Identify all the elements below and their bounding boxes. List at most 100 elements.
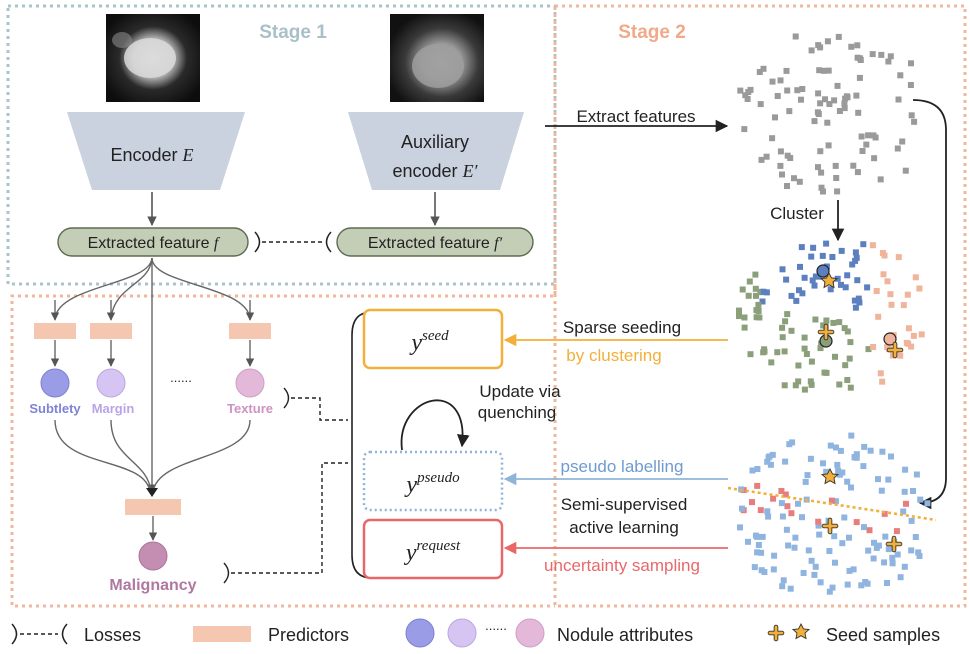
cluster-point [755,301,762,308]
stage1-title: Stage 1 [259,22,327,43]
gray-point [799,86,806,92]
cluster-point [808,253,815,260]
gray-point [853,92,860,99]
gray-point [854,169,861,176]
stage2-title: Stage 2 [618,22,686,43]
attribute-dots: ...... [170,370,192,385]
cluster-point [745,292,752,299]
predictor-margin [90,323,132,339]
al-point [802,478,809,485]
al-point [753,532,759,539]
gray-point [824,119,831,126]
al-point [861,524,867,531]
al-point [882,533,889,540]
update-label-line1: Update via [479,382,561,401]
stage2-lower-left-border [10,284,557,608]
al-point [832,559,838,566]
al-point [749,467,756,474]
stage1-box [6,4,557,286]
gray-point [908,112,915,119]
cluster-point [875,313,882,320]
al-point [888,453,894,460]
cluster-point [860,241,867,248]
al-point [861,443,868,450]
al-point [913,471,920,478]
cluster-point [759,298,766,305]
cluster-point [820,322,827,329]
cluster-point [808,381,815,388]
cluster-point [798,244,805,251]
al-point [757,507,764,514]
al-point [812,563,819,570]
gray-point [798,96,804,103]
gray-point [741,126,748,133]
feature-f-pill [57,227,249,257]
cluster-point [757,289,764,296]
legend-attr-circle-3 [515,618,545,648]
aux-encoder-line2: encoder E′ [392,161,478,181]
al-point [817,579,824,586]
cluster-point [836,319,843,326]
cluster-point [810,244,817,251]
gray-point [808,47,815,54]
gray-point [825,142,832,149]
gray-point [897,72,904,79]
gray-point [854,42,861,49]
al-point [878,487,885,494]
al-point [770,566,777,573]
al-point [885,476,892,483]
cluster-point [830,319,837,326]
feature-scatter-clustered [736,240,925,393]
cluster-point [873,288,880,294]
al-point [805,547,812,554]
gray-point [824,38,831,45]
gray-point [760,65,767,72]
pseudo-labelling-label: pseudo labelling [561,457,684,476]
cluster-point [847,339,854,346]
al-point [745,538,751,545]
al-point [851,454,858,461]
cluster-point [879,378,886,385]
cluster-point [801,386,808,393]
al-point [846,567,853,574]
cluster-point [888,301,895,308]
al-point [758,549,765,556]
cluster-point [844,377,851,383]
gray-point [777,162,784,169]
al-point [901,488,908,495]
attribute-margin-label: Margin [92,401,135,416]
al-point [829,584,836,591]
predictor-subtlety [34,323,76,339]
seed-star-al [820,467,840,485]
gray-point [757,101,764,108]
y-seed-label: yseed [409,328,449,356]
encoder-block [67,112,245,190]
al-point [764,458,771,465]
al-point [779,583,786,590]
predictor-malignancy [125,499,181,515]
y-request-label: yrequest [404,538,461,566]
al-point [915,549,922,556]
gray-point [856,74,863,81]
cluster-point [823,317,830,324]
cluster-point [815,273,822,280]
legend: Losses Predictors ...... Nodule attribut… [11,618,940,648]
cluster-point [795,378,802,385]
stage2-box [553,4,967,608]
al-point [808,557,815,564]
al-point [850,566,857,573]
al-point [901,563,908,570]
cluster-point [884,344,891,350]
al-point [864,580,871,587]
al-point [881,510,888,517]
cluster-point [747,351,754,358]
gray-point [818,169,825,176]
al-point [866,527,873,534]
seed-plus-al-2-fill [886,536,902,552]
cluster-point [808,358,815,365]
gray-point [816,67,823,74]
y-pseudo-box [362,450,504,512]
al-point [889,560,896,567]
al-point [815,522,822,529]
gray-point [835,33,842,40]
